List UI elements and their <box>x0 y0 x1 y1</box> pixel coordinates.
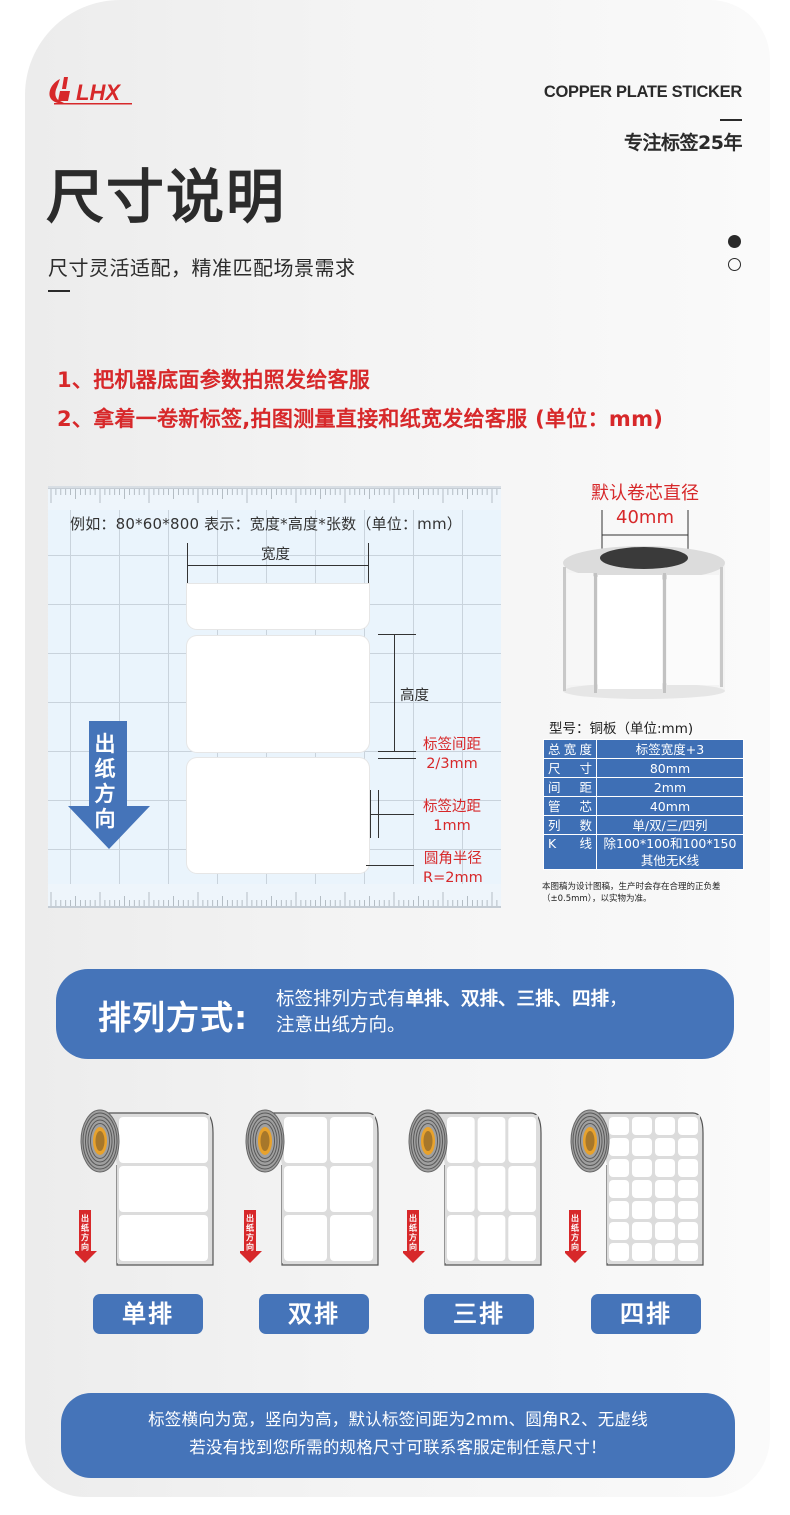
triple-row-roll-illustration: 出纸方向 <box>403 1109 542 1266</box>
radius-dim-line <box>366 865 414 866</box>
label-size-diagram: 例如：80*60*800 表示：宽度*高度*张数（单位：mm） 宽度 高度 标签… <box>48 486 501 908</box>
arrangement-banner: 排列方式: 标签排列方式有单排、双排、三排、四排， 注意出纸方向。 <box>56 969 734 1059</box>
arrangement-description: 标签排列方式有单排、双排、三排、四排， 注意出纸方向。 <box>276 989 628 1036</box>
radius-label: 圆角半径 R=2mm <box>423 851 483 886</box>
page-subtitle: 尺寸灵活适配，精准匹配场景需求 <box>48 256 356 280</box>
spec-title: 型号：铜板（单位:mm) <box>549 721 694 737</box>
triple-row-button[interactable]: 三排 <box>424 1294 534 1334</box>
ruler-bottom <box>48 884 501 908</box>
double-row-roll-illustration: 出纸方向 <box>240 1109 379 1266</box>
width-dim-left <box>187 543 188 583</box>
brand-header: COPPER PLATE STICKER 专注标签25年 <box>543 83 743 155</box>
english-title: COPPER PLATE STICKER <box>543 83 742 101</box>
margin-dim-line <box>370 814 414 815</box>
svg-text:出: 出 <box>81 1213 89 1223</box>
gap-dim-top <box>378 751 416 752</box>
brand-tagline: 专注标签25年 <box>624 132 742 154</box>
double-row-button[interactable]: 双排 <box>259 1294 369 1334</box>
svg-text:纸: 纸 <box>81 1223 89 1233</box>
pager-dot[interactable] <box>728 258 741 271</box>
label-sample-1 <box>187 584 369 629</box>
height-dim-top <box>378 634 416 635</box>
table-row: 列数单/双/三/四列 <box>543 815 744 835</box>
arrow-down-icon <box>68 721 150 849</box>
svg-text:方: 方 <box>571 1232 579 1242</box>
svg-text:出: 出 <box>409 1213 417 1223</box>
gap-label: 标签间距 2/3mm <box>423 737 481 772</box>
svg-text:向: 向 <box>246 1242 254 1252</box>
instruction-step-2: 2、拿着一卷新标签,拍图测量直接和纸宽发给客服 (单位：mm) <box>57 407 664 431</box>
pager-dot-active[interactable] <box>728 235 741 248</box>
gap-dim-bottom <box>378 758 416 759</box>
example-caption: 例如：80*60*800 表示：宽度*高度*张数（单位：mm） <box>70 515 462 533</box>
svg-text:出: 出 <box>246 1213 254 1223</box>
single-row-button[interactable]: 单排 <box>93 1294 203 1334</box>
width-label: 宽度 <box>261 547 290 563</box>
svg-text:LHX: LHX <box>76 80 121 105</box>
core-diameter-label: 默认卷芯直径 40mm <box>591 483 699 528</box>
margin-label: 标签边距 1mm <box>423 799 481 834</box>
svg-text:纸: 纸 <box>246 1223 254 1233</box>
width-dim-line <box>187 565 369 566</box>
divider <box>720 119 742 121</box>
height-label: 高度 <box>400 688 429 704</box>
table-row: 总宽度标签宽度+3 <box>543 739 744 759</box>
quad-row-roll-illustration: 出纸方向 <box>565 1109 704 1266</box>
label-sample-3 <box>187 758 369 873</box>
width-dim-right <box>368 543 369 583</box>
svg-text:向: 向 <box>409 1242 417 1252</box>
footer-notice: 标签横向为宽，竖向为高，默认标签间距为2mm、圆角R2、无虚线 若没有找到您所需… <box>61 1393 735 1478</box>
height-dim-line <box>394 634 395 751</box>
svg-text:方: 方 <box>81 1232 89 1242</box>
single-row-roll-illustration: 出纸方向 <box>75 1109 214 1266</box>
arrangement-title: 排列方式: <box>98 998 249 1037</box>
label-roll-image <box>563 510 725 699</box>
label-sample-2 <box>187 636 369 752</box>
divider <box>48 290 70 292</box>
brand-logo: LHX <box>49 77 132 105</box>
svg-text:方: 方 <box>246 1232 254 1242</box>
svg-text:出: 出 <box>571 1213 579 1223</box>
ruler-top <box>48 488 501 510</box>
svg-text:向: 向 <box>571 1242 579 1252</box>
svg-text:方: 方 <box>409 1232 417 1242</box>
svg-text:纸: 纸 <box>571 1223 579 1233</box>
page-title: 尺寸说明 <box>46 163 287 231</box>
quad-row-button[interactable]: 四排 <box>591 1294 701 1334</box>
feed-direction-label: 出 纸 方 向 <box>94 732 116 831</box>
svg-text:纸: 纸 <box>409 1223 417 1233</box>
spec-disclaimer: 本图稿为设计图稿，生产时会存在合理的正负差（±0.5mm），以实物为准。 <box>542 882 721 904</box>
svg-text:向: 向 <box>81 1242 89 1252</box>
instruction-step-1: 1、把机器底面参数拍照发给客服 <box>57 368 371 392</box>
